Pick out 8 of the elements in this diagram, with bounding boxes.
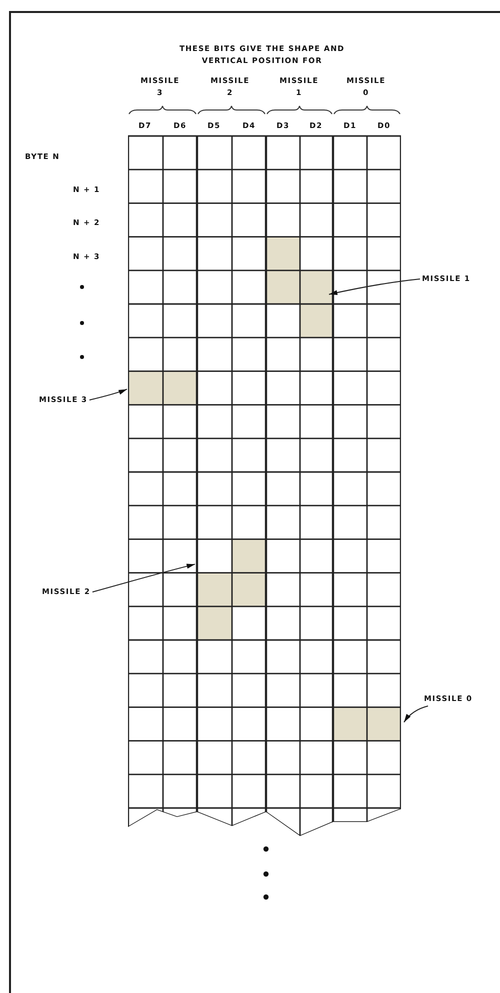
leader-line <box>88 388 128 400</box>
shaded-cells <box>333 707 401 741</box>
leader-line <box>404 706 428 723</box>
shaded-cells <box>197 539 266 640</box>
shaded-cells <box>128 371 197 405</box>
leader-line <box>328 278 420 296</box>
shaded-cells <box>266 236 333 338</box>
leader-line <box>92 564 196 592</box>
